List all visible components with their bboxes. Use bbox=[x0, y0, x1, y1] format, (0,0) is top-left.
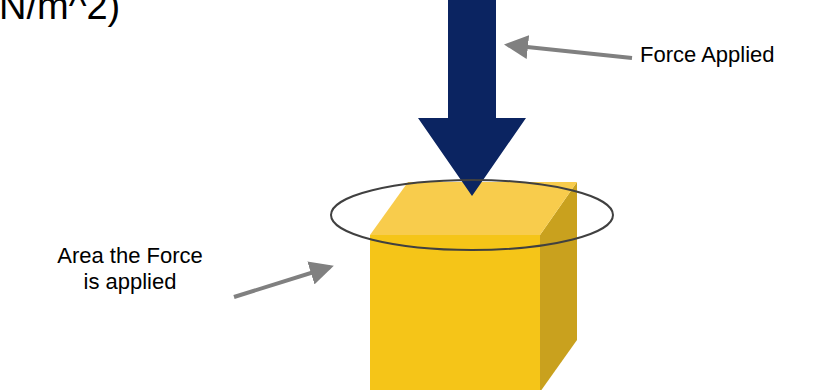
force-arrow bbox=[418, 0, 526, 196]
cube-front bbox=[370, 235, 540, 390]
leader-arrow bbox=[234, 267, 330, 297]
area-ellipse bbox=[331, 180, 613, 250]
callout-label: Force Applied bbox=[640, 42, 815, 68]
leader-arrow bbox=[508, 45, 632, 58]
callout-label: Area the Force is applied bbox=[50, 243, 210, 296]
unit-text: N/m^2) bbox=[0, 0, 259, 30]
